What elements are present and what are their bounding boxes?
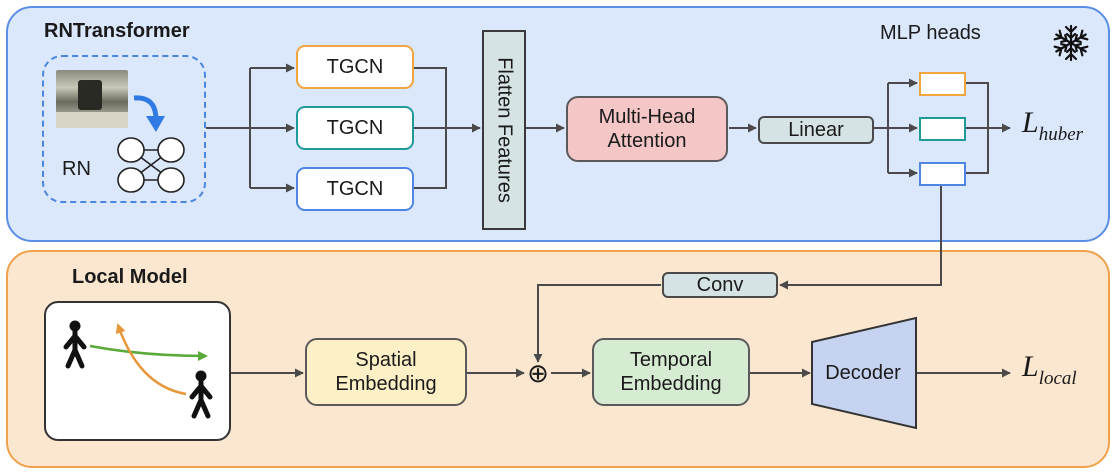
tgcn-block-1: TGCN: [296, 45, 414, 89]
curved-arrow-icon: [133, 95, 165, 132]
rn-label: RN: [62, 158, 91, 180]
temporal-embedding-block: Temporal Embedding: [592, 338, 750, 406]
tgcn-merge-line: [414, 67, 447, 189]
scene-image: [56, 70, 128, 128]
plus-operator: ⊕: [527, 358, 549, 388]
decoder-shape: [811, 316, 917, 430]
huber-loss-label: Lhuber: [1022, 106, 1084, 145]
tgcn-block-2: TGCN: [296, 106, 414, 150]
conv-block: Conv: [662, 272, 778, 298]
conv-to-plus-arrow: [533, 284, 661, 363]
pedestrian-icon: [63, 320, 87, 369]
mlp-head-1: [919, 72, 966, 96]
mlp-head-2: [919, 117, 966, 141]
graph-icon: [117, 137, 185, 193]
decoder-label: Decoder: [825, 362, 901, 384]
flatten-features-label: Flatten Features: [493, 57, 516, 203]
heads-merge-line: [966, 82, 989, 174]
pedestrian-icon-2: [189, 370, 213, 419]
head-to-conv-line: [779, 185, 942, 290]
local-model-title: Local Model: [72, 266, 188, 288]
mlp-head-3: [919, 162, 966, 186]
mlp-heads-label: MLP heads: [880, 22, 981, 44]
snowflake-icon: [1053, 24, 1089, 62]
local-loss-label: Llocal: [1022, 350, 1077, 389]
spatial-embedding-block: Spatial Embedding: [305, 338, 467, 406]
linear-block: Linear: [758, 116, 874, 144]
rntransformer-title: RNTransformer: [44, 20, 190, 42]
tgcn-block-3: TGCN: [296, 167, 414, 211]
rn-input-block: [42, 55, 206, 203]
linear-split-line: [874, 83, 889, 173]
multi-head-attention-block: Multi-Head Attention: [566, 96, 728, 162]
flatten-features-block: Flatten Features: [482, 30, 526, 230]
trajectory-illustration: [89, 323, 208, 396]
